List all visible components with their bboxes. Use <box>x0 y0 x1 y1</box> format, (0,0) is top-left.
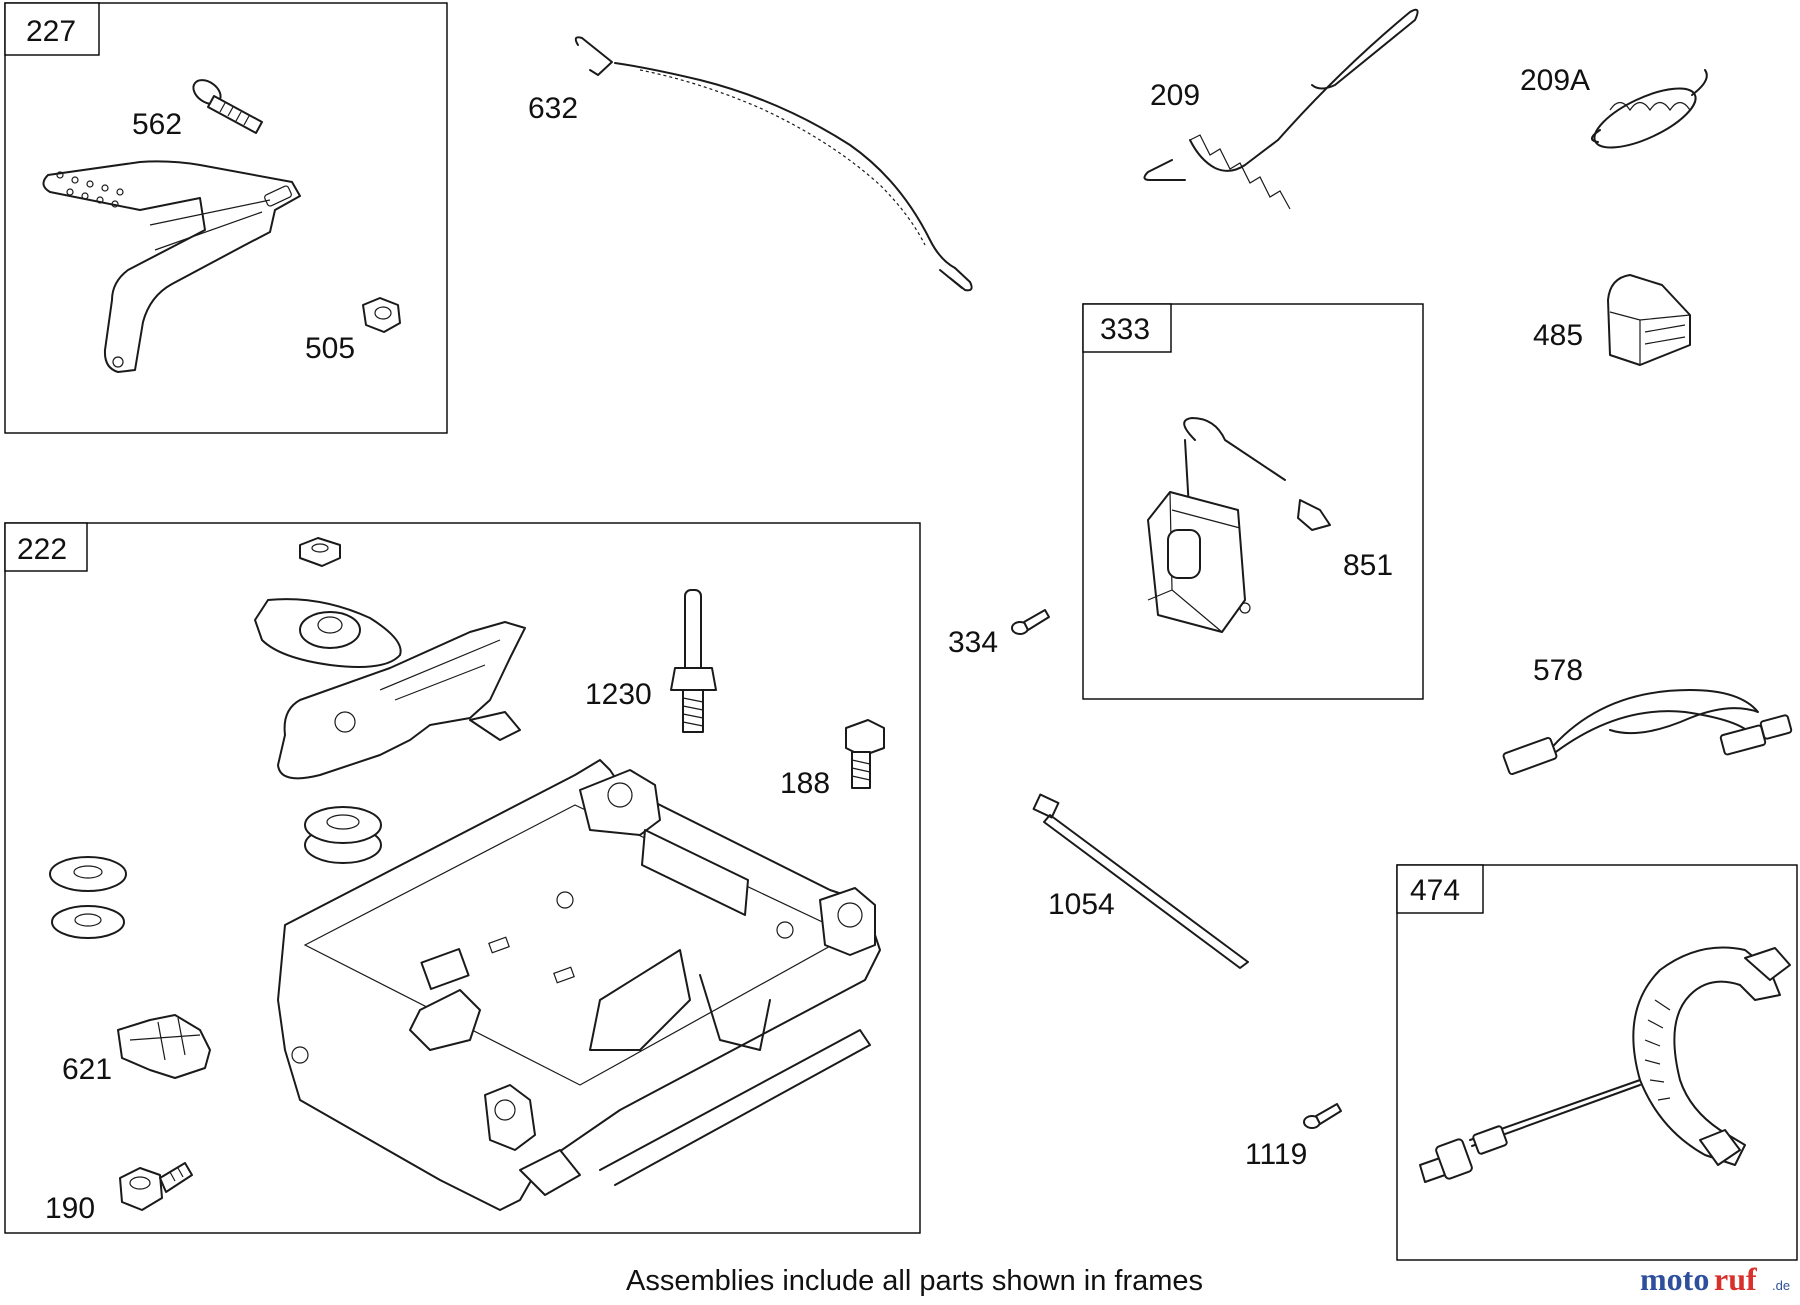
washers-drawing <box>49 856 127 939</box>
logo-part-1: moto <box>1640 1261 1709 1297</box>
motoruf-logo: moto ruf .de <box>1640 1261 1790 1297</box>
label-485: 485 <box>1533 319 1583 352</box>
frame-333: 333 851 <box>1082 303 1424 700</box>
frame-label-333: 333 <box>1100 313 1150 346</box>
label-621: 621 <box>62 1053 112 1086</box>
logo-tld: .de <box>1772 1278 1790 1293</box>
bushing-drawing <box>304 806 382 864</box>
label-209: 209 <box>1150 79 1200 112</box>
lever-227-drawing <box>42 160 301 373</box>
stud-1230-drawing <box>670 589 717 733</box>
bolt-188-drawing <box>845 719 885 789</box>
cable-tie-1054-drawing <box>1032 793 1249 969</box>
frame-222: 222 1230 <box>4 522 921 1234</box>
screw-334-drawing <box>1011 609 1050 635</box>
label-562: 562 <box>132 108 182 141</box>
label-209a: 209A <box>1520 64 1590 97</box>
frame-label-227: 227 <box>26 15 76 48</box>
bolt-190-drawing <box>119 1162 193 1211</box>
frame-474: 474 <box>1396 864 1798 1261</box>
frame-227: 227 562 505 <box>4 2 448 434</box>
label-334: 334 <box>948 626 998 659</box>
governor-plate-drawing <box>254 598 526 780</box>
label-632: 632 <box>528 92 578 125</box>
label-1054: 1054 <box>1048 888 1115 921</box>
label-1230: 1230 <box>585 678 652 711</box>
label-188: 188 <box>780 767 830 800</box>
label-1119: 1119 <box>1245 1138 1307 1171</box>
frame-label-222: 222 <box>17 533 67 566</box>
nut-505-drawing <box>362 297 401 333</box>
top-nut-drawing <box>299 537 341 567</box>
bolt-562-drawing <box>192 79 263 134</box>
ignition-coil-drawing <box>1147 417 1331 633</box>
screw-1119-drawing <box>1303 1103 1342 1129</box>
block-485-drawing <box>1607 274 1691 366</box>
label-851: 851 <box>1343 549 1393 582</box>
frame-label-474: 474 <box>1410 874 1460 907</box>
label-578: 578 <box>1533 654 1583 687</box>
base-bracket-drawing <box>277 759 881 1211</box>
label-190: 190 <box>45 1192 95 1225</box>
logo-part-2: ruf <box>1714 1261 1757 1297</box>
spring-209-drawing <box>1143 8 1419 210</box>
caption-text: Assemblies include all parts shown in fr… <box>626 1265 1203 1297</box>
spring-209a-drawing <box>1591 69 1708 149</box>
spring-link-632-drawing <box>574 36 973 292</box>
wire-harness-578-drawing <box>1502 689 1793 776</box>
governor-assembly-drawing <box>1419 946 1791 1183</box>
clip-621-drawing <box>117 1014 211 1079</box>
label-505: 505 <box>305 332 355 365</box>
